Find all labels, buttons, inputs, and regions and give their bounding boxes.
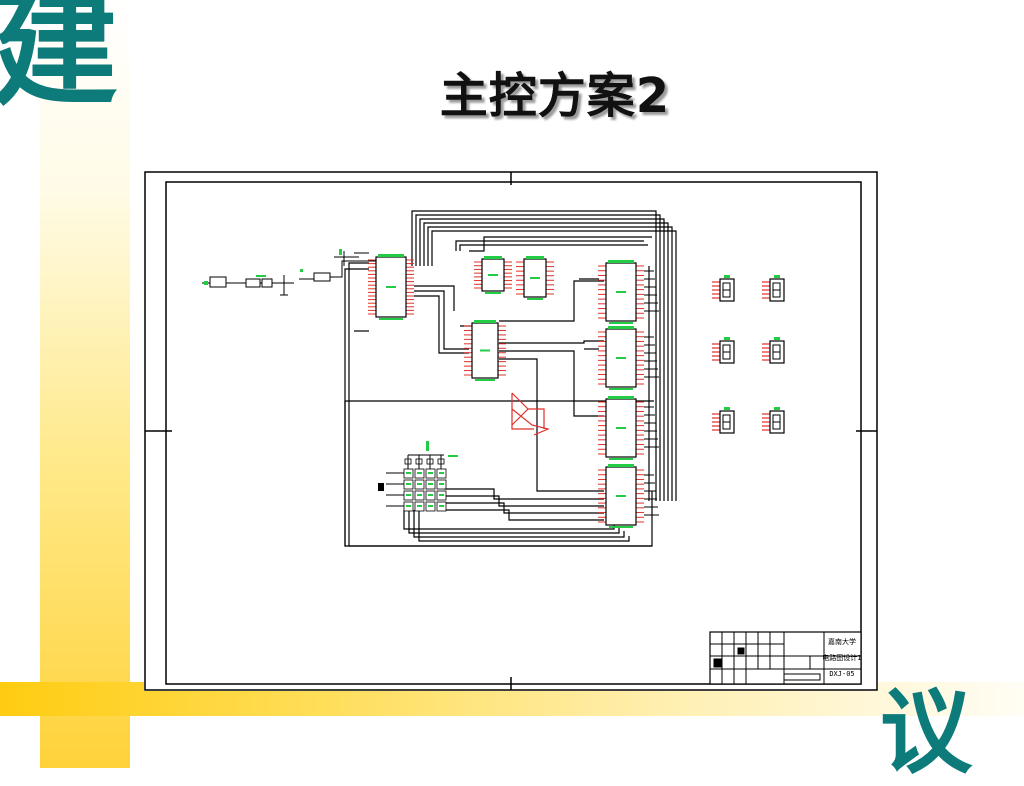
- schematic-svg: 嘉南大学 电路图设计1 DXJ-05: [144, 171, 878, 691]
- seven-segment-display-2: [762, 275, 785, 302]
- chip-driver-1: [598, 260, 644, 324]
- title-block-line3: DXJ-05: [829, 670, 854, 678]
- seven-segment-display-5: [712, 407, 735, 434]
- title-block: 嘉南大学 电路图设计1 DXJ-05: [709, 631, 862, 685]
- decorative-character-bottom: 议: [880, 678, 973, 786]
- seven-segment-display-6: [762, 407, 785, 434]
- driver-output-bus-2: [644, 336, 659, 378]
- schematic-components: [202, 249, 785, 528]
- origin-marker: [511, 392, 550, 436]
- chip-u4: [464, 320, 506, 381]
- title-block-line2: 电路图设计1: [822, 653, 861, 662]
- chip-driver-3: [598, 396, 644, 460]
- sheet-inner-frame: [165, 181, 862, 685]
- bus-wires: [344, 210, 677, 547]
- title-block-line1: 嘉南大学: [828, 637, 856, 646]
- keypad-matrix: [378, 441, 458, 512]
- clock-reset-circuit: [202, 249, 376, 296]
- sheet-outer-frame: [144, 171, 878, 691]
- seven-segment-display-3: [712, 337, 735, 364]
- schematic-drawing: 嘉南大学 电路图设计1 DXJ-05: [144, 171, 878, 691]
- chip-driver-2: [598, 326, 644, 390]
- driver-output-bus-3: [644, 406, 659, 448]
- driver-output-bus-4: [644, 474, 659, 516]
- zone-ticks: [145, 172, 877, 690]
- vertical-yellow-bar: [40, 0, 130, 768]
- seven-segment-display-1: [712, 275, 735, 302]
- chip-driver-4: [598, 464, 644, 528]
- seven-segment-display-4: [762, 337, 785, 364]
- chip-mcu: [368, 254, 414, 320]
- chip-u2: [474, 256, 512, 294]
- decorative-character-top: 建: [0, 0, 118, 123]
- slide-title: 主控方案2: [439, 68, 671, 124]
- chip-u3: [516, 256, 554, 300]
- driver-output-bus-1: [644, 270, 659, 312]
